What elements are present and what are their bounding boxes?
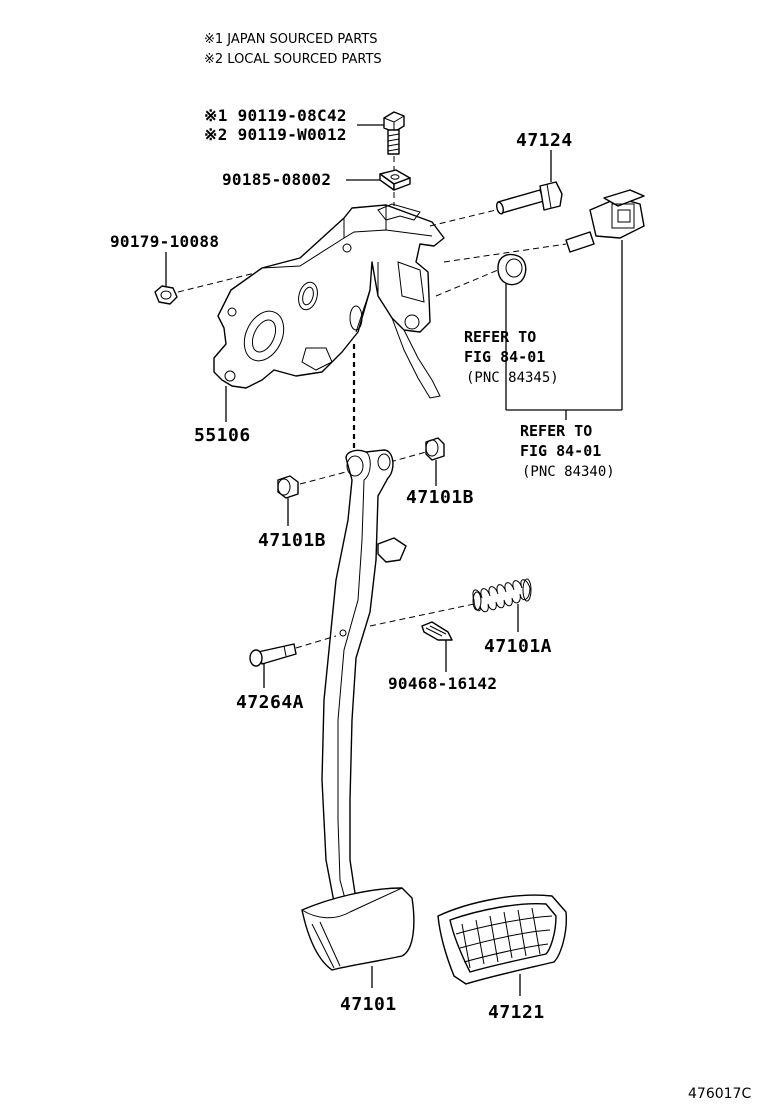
bushing-left-drawing [277,475,299,499]
ref-cushion-line2: FIG 84-01 [464,348,545,366]
pin-shaft-drawing [496,181,563,215]
note-japan-sourced: ※1 JAPAN SOURCED PARTS [204,32,378,47]
label-bushing-left: 47101B [258,530,326,551]
dash-spring-to-pedal [369,603,475,627]
hex-nut-drawing [154,285,178,305]
dash-shaft-to-bracket [429,209,497,227]
label-pin: 47264A [236,692,304,713]
label-pedal-arm: 47101 [340,994,397,1015]
ref-cushion-line3: (PNC 84345) [466,370,559,386]
bushing-right-drawing [425,437,445,461]
clip-nut-drawing [379,169,411,191]
ref-switch-line3: (PNC 84340) [522,464,615,480]
note-local-sourced: ※2 LOCAL SOURCED PARTS [204,52,382,67]
label-return-spring: 47101A [484,636,552,657]
ref-switch-line2: FIG 84-01 [520,442,601,460]
dash-pin-to-pedal [295,635,337,649]
return-spring-drawing [472,578,532,613]
dash-bushing-right [389,451,427,463]
dash-cushion-to-bracket [435,269,499,297]
label-bushing-right: 47101B [406,487,474,508]
label-pedal-pad: 47121 [488,1002,545,1023]
figure-number: 476017C [688,1086,751,1102]
ref-cushion-line1: REFER TO [464,328,536,346]
label-nut: 90179-10088 [110,232,219,251]
label-bracket: 55106 [194,425,251,446]
clip-drawing [421,621,453,641]
pedal-bracket-drawing [213,203,445,399]
label-clip: 90468-16142 [388,674,497,693]
stop-switch-cushion-drawing [497,253,527,286]
pedal-pad-drawing [437,894,568,985]
ref-switch-line1: REFER TO [520,422,592,440]
dash-bushing-left [299,471,347,485]
stop-light-switch-drawing [565,189,645,253]
label-bolt-japan: ※1 90119-08C42 [204,106,347,125]
bolt-drawing [383,111,405,155]
label-clip-nut: 90185-08002 [222,170,331,189]
label-pin-shaft: 47124 [516,130,573,151]
label-bolt-local: ※2 90119-W0012 [204,125,347,144]
pin-drawing [249,643,297,667]
pedal-arm-drawing [301,449,415,971]
dash-switch-to-bracket [443,243,567,263]
